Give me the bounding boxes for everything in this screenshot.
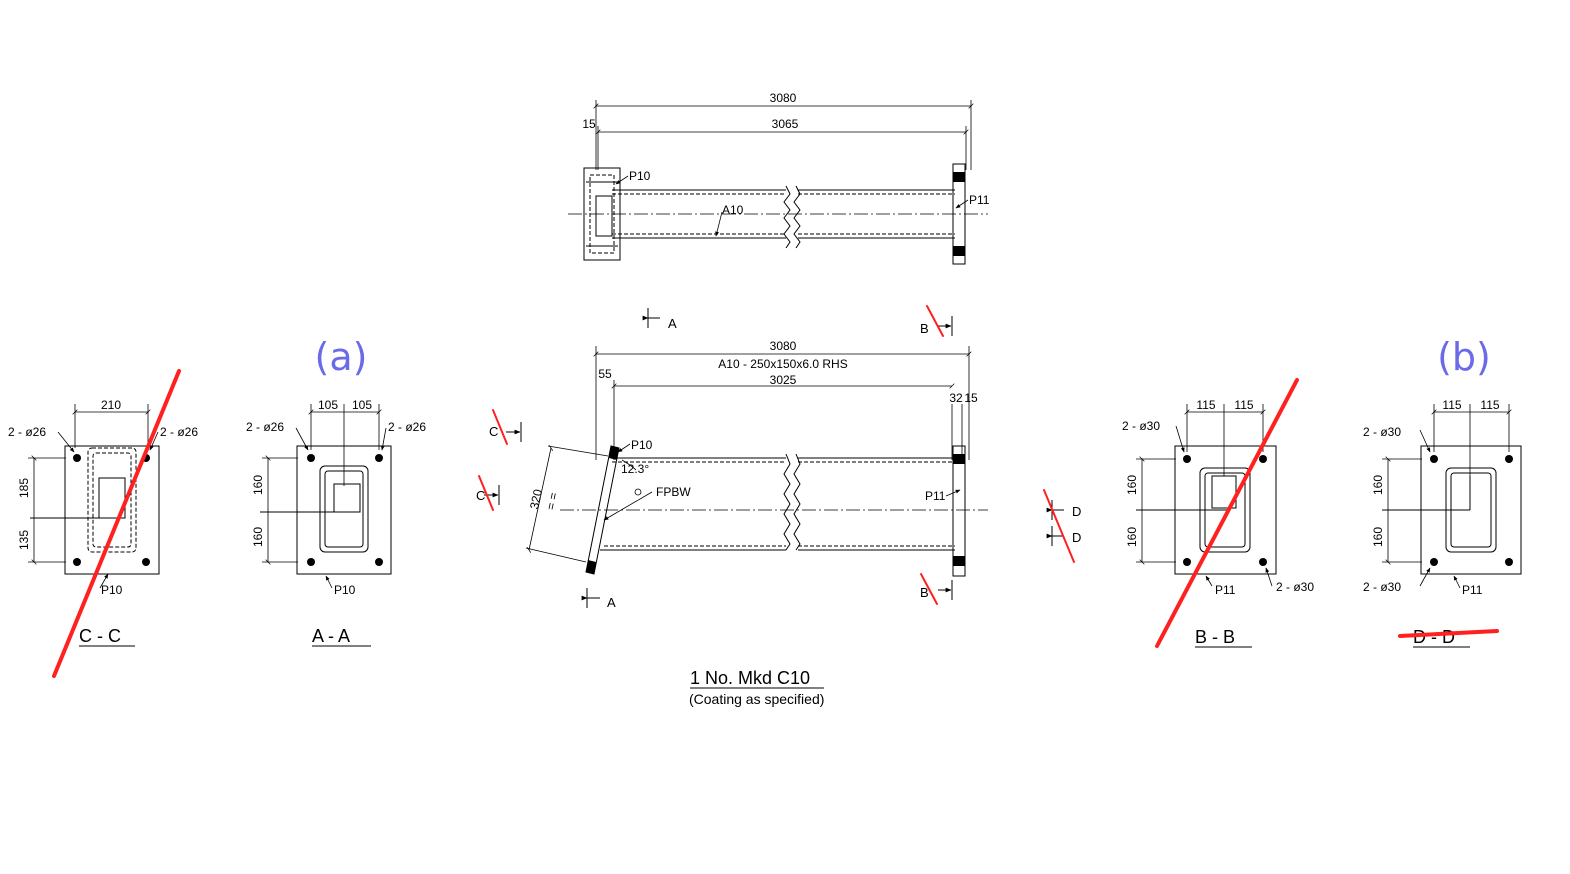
panel-label-b: (b) — [1437, 335, 1491, 379]
bb-dim-lower: 160 — [1125, 527, 1139, 547]
plan-member-label: A10 — [722, 203, 744, 217]
elev-plate-right-label: P11 — [925, 489, 946, 503]
mark-title: 1 No. Mkd C10 — [690, 668, 810, 688]
section-bb: 115 115 160 160 2 - ø30 2 - ø30 P11 B - … — [1122, 378, 1314, 648]
plan-view: 3080 3065 15 P10 P11 A10 — [568, 91, 990, 265]
section-mark-b-top: B — [920, 321, 929, 336]
bb-dim-upper: 160 — [1125, 475, 1139, 495]
dd-width-right: 115 — [1480, 398, 1499, 412]
bb-width-left: 115 — [1196, 398, 1215, 412]
aa-plate-label: P10 — [334, 583, 356, 597]
cc-width: 210 — [101, 398, 121, 412]
section-dd: (b) 115 115 160 160 2 - ø30 2 - ø30 P11 … — [1363, 335, 1522, 648]
plan-offset: 15 — [582, 117, 596, 131]
aa-holes-right: 2 - ø26 — [388, 420, 426, 434]
bb-holes-bottom: 2 - ø30 — [1276, 580, 1314, 594]
dd-strike — [1398, 629, 1499, 638]
aa-dim-upper: 160 — [251, 475, 265, 495]
aa-holes-left: 2 - ø26 — [246, 420, 284, 434]
bb-holes-top: 2 - ø30 — [1122, 419, 1160, 433]
bb-strike — [1155, 378, 1299, 648]
plan-plate-right-label: P11 — [969, 193, 990, 207]
cc-dim-upper: 185 — [17, 478, 31, 498]
dd-dim-upper: 160 — [1371, 475, 1385, 495]
section-mark-b-bottom: B — [920, 585, 929, 600]
section-aa: (a) 105 105 160 160 2 - ø26 2 - ø26 P10 … — [246, 335, 426, 647]
panel-label-a: (a) — [315, 335, 368, 379]
section-mark-a-bottom: A — [607, 595, 616, 610]
aa-width-right: 105 — [352, 398, 372, 412]
cc-strike — [52, 369, 181, 678]
dd-holes-top: 2 - ø30 — [1363, 425, 1401, 439]
dd-width-left: 115 — [1442, 398, 1461, 412]
elev-member-spec: A10 - 250x150x6.0 RHS — [718, 357, 847, 371]
plan-plate-left-label: P10 — [629, 169, 651, 183]
section-cc: 210 185 135 2 - ø26 2 - ø26 P10 C - C — [8, 369, 198, 678]
elev-plate-depth: 320 — [527, 488, 545, 511]
bb-width-right: 115 — [1234, 398, 1253, 412]
cc-dim-lower: 135 — [17, 530, 31, 550]
cc-plate-label: P10 — [101, 583, 123, 597]
elev-plate-left-label: P10 — [631, 438, 653, 452]
elev-weld: FPBW — [656, 485, 691, 499]
section-mark-c-top: C — [489, 424, 498, 439]
dd-holes-bottom: 2 - ø30 — [1363, 580, 1401, 594]
elevation-view: 3080 A10 - 250x150x6.0 RHS 3025 55 32 15… — [476, 305, 1081, 707]
bb-title: B - B — [1195, 627, 1235, 647]
section-mark-c-bottom: C — [476, 488, 485, 503]
section-mark-d-top: D — [1072, 504, 1081, 519]
elev-left-offset: 55 — [598, 367, 612, 381]
elev-equal-marks: = = — [543, 491, 560, 511]
elev-right-dim-a: 32 — [949, 391, 963, 405]
section-mark-d-bottom: D — [1072, 530, 1081, 545]
cc-title: C - C — [79, 626, 121, 646]
elev-right-plate — [952, 445, 966, 577]
section-mark-a-top: A — [668, 316, 677, 331]
cc-holes-right: 2 - ø26 — [160, 425, 198, 439]
cc-holes-left: 2 - ø26 — [8, 425, 46, 439]
dd-plate-label: P11 — [1462, 583, 1483, 597]
elev-member-length: 3025 — [770, 373, 797, 387]
elev-angle: 12.3° — [621, 462, 649, 476]
dd-dim-lower: 160 — [1371, 527, 1385, 547]
plan-right-plate — [952, 163, 966, 265]
elev-overall-length: 3080 — [770, 339, 797, 353]
aa-title: A - A — [312, 626, 350, 646]
aa-width-left: 105 — [318, 398, 338, 412]
bb-plate-label: P11 — [1215, 583, 1236, 597]
cc-plate — [64, 445, 160, 575]
aa-dim-lower: 160 — [251, 527, 265, 547]
mark-note: (Coating as specified) — [689, 691, 824, 707]
elev-right-dim-b: 15 — [964, 391, 978, 405]
plan-inner-length: 3065 — [772, 117, 799, 131]
plan-overall-length: 3080 — [770, 91, 797, 105]
